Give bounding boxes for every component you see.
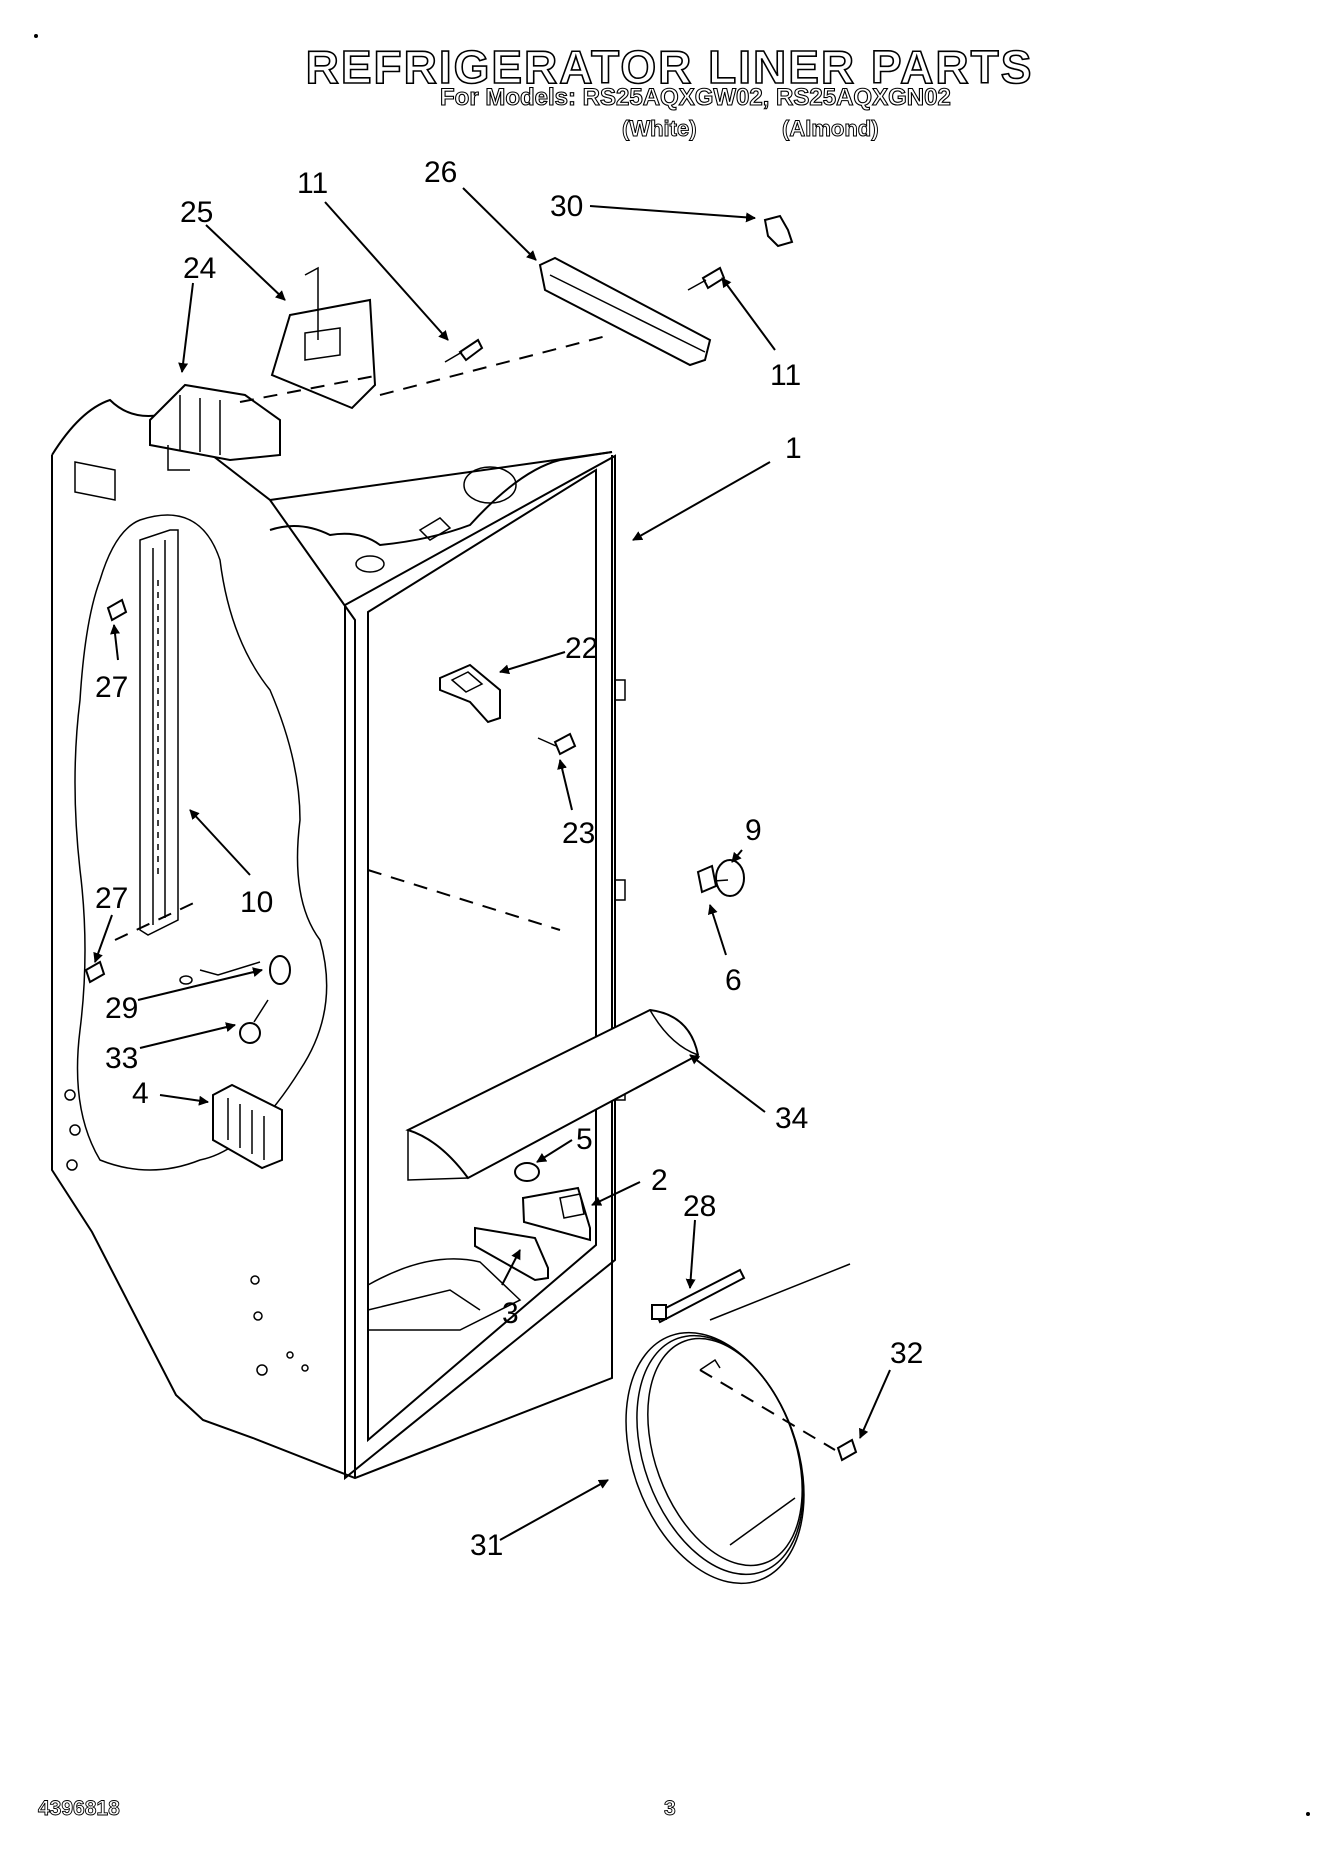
callout-5: 5: [576, 1123, 593, 1156]
callout-30: 30: [550, 190, 583, 223]
screw-part: [836, 1438, 858, 1462]
callout-9: 9: [745, 814, 762, 847]
variant-almond: (Almond): [782, 116, 880, 142]
variant-white: (White): [622, 116, 698, 142]
shelf-rail-part: [139, 529, 179, 936]
callout-22: 22: [565, 632, 598, 665]
callout-26: 26: [424, 156, 457, 189]
callout-31: 31: [470, 1529, 503, 1562]
callout-32: 32: [890, 1337, 923, 1370]
guide-line: [699, 1369, 836, 1451]
guide-line: [379, 334, 611, 396]
screw-part: [106, 598, 128, 622]
leader-lines: [93, 187, 891, 1541]
callout-25: 25: [180, 196, 213, 229]
control-housing-part: [149, 383, 281, 471]
callout-27-upper: 27: [95, 671, 128, 704]
callout-29: 29: [105, 992, 138, 1025]
document-number: 4396818: [38, 1797, 121, 1821]
cover-part: [405, 1008, 700, 1181]
callout-28: 28: [683, 1190, 716, 1223]
callout-6: 6: [725, 964, 742, 997]
page-title: REFRIGERATOR LINER PARTS: [305, 40, 1034, 94]
callout-11-right: 11: [770, 359, 801, 392]
tie-wrap-part: [651, 1263, 851, 1324]
callout-11-top: 11: [297, 167, 328, 200]
bracket-part: [521, 1186, 591, 1242]
clip-part: [763, 214, 794, 248]
cover-bracket-part: [270, 266, 377, 410]
screw-part: [84, 960, 106, 984]
callout-27-lower: 27: [95, 882, 128, 915]
callout-1: 1: [785, 432, 802, 465]
callout-3: 3: [502, 1297, 519, 1330]
models-line: For Models: RS25AQXGW02, RS25AQXGN02: [439, 83, 951, 111]
callout-2: 2: [651, 1164, 668, 1197]
callout-33: 33: [105, 1042, 138, 1075]
screw-part: [444, 338, 484, 363]
roller-part: [696, 859, 745, 897]
channel-part: [538, 256, 712, 367]
page-number: 3: [664, 1797, 677, 1821]
corner-mark: [1306, 1812, 1310, 1816]
callout-23: 23: [562, 817, 595, 850]
callout-labels: 1 2 3 4 5 6 9 10 11 11 22 23 24 25 26 27…: [95, 156, 923, 1562]
bracket-part: [439, 663, 501, 724]
callout-24: 24: [183, 252, 216, 285]
screw-part: [537, 732, 577, 756]
light-bulb-part: [239, 999, 269, 1044]
callout-10: 10: [240, 886, 273, 919]
light-socket-part: [179, 955, 291, 985]
grommet-part: [514, 1162, 540, 1182]
grille-part: [212, 1083, 283, 1170]
bracket-part: [474, 1226, 549, 1282]
corner-mark: [34, 34, 38, 38]
liner-body: [51, 398, 626, 1481]
callout-34: 34: [775, 1102, 808, 1135]
screw-part: [687, 266, 726, 291]
tube-coil-part: [625, 1331, 805, 1585]
callout-4: 4: [132, 1077, 149, 1110]
